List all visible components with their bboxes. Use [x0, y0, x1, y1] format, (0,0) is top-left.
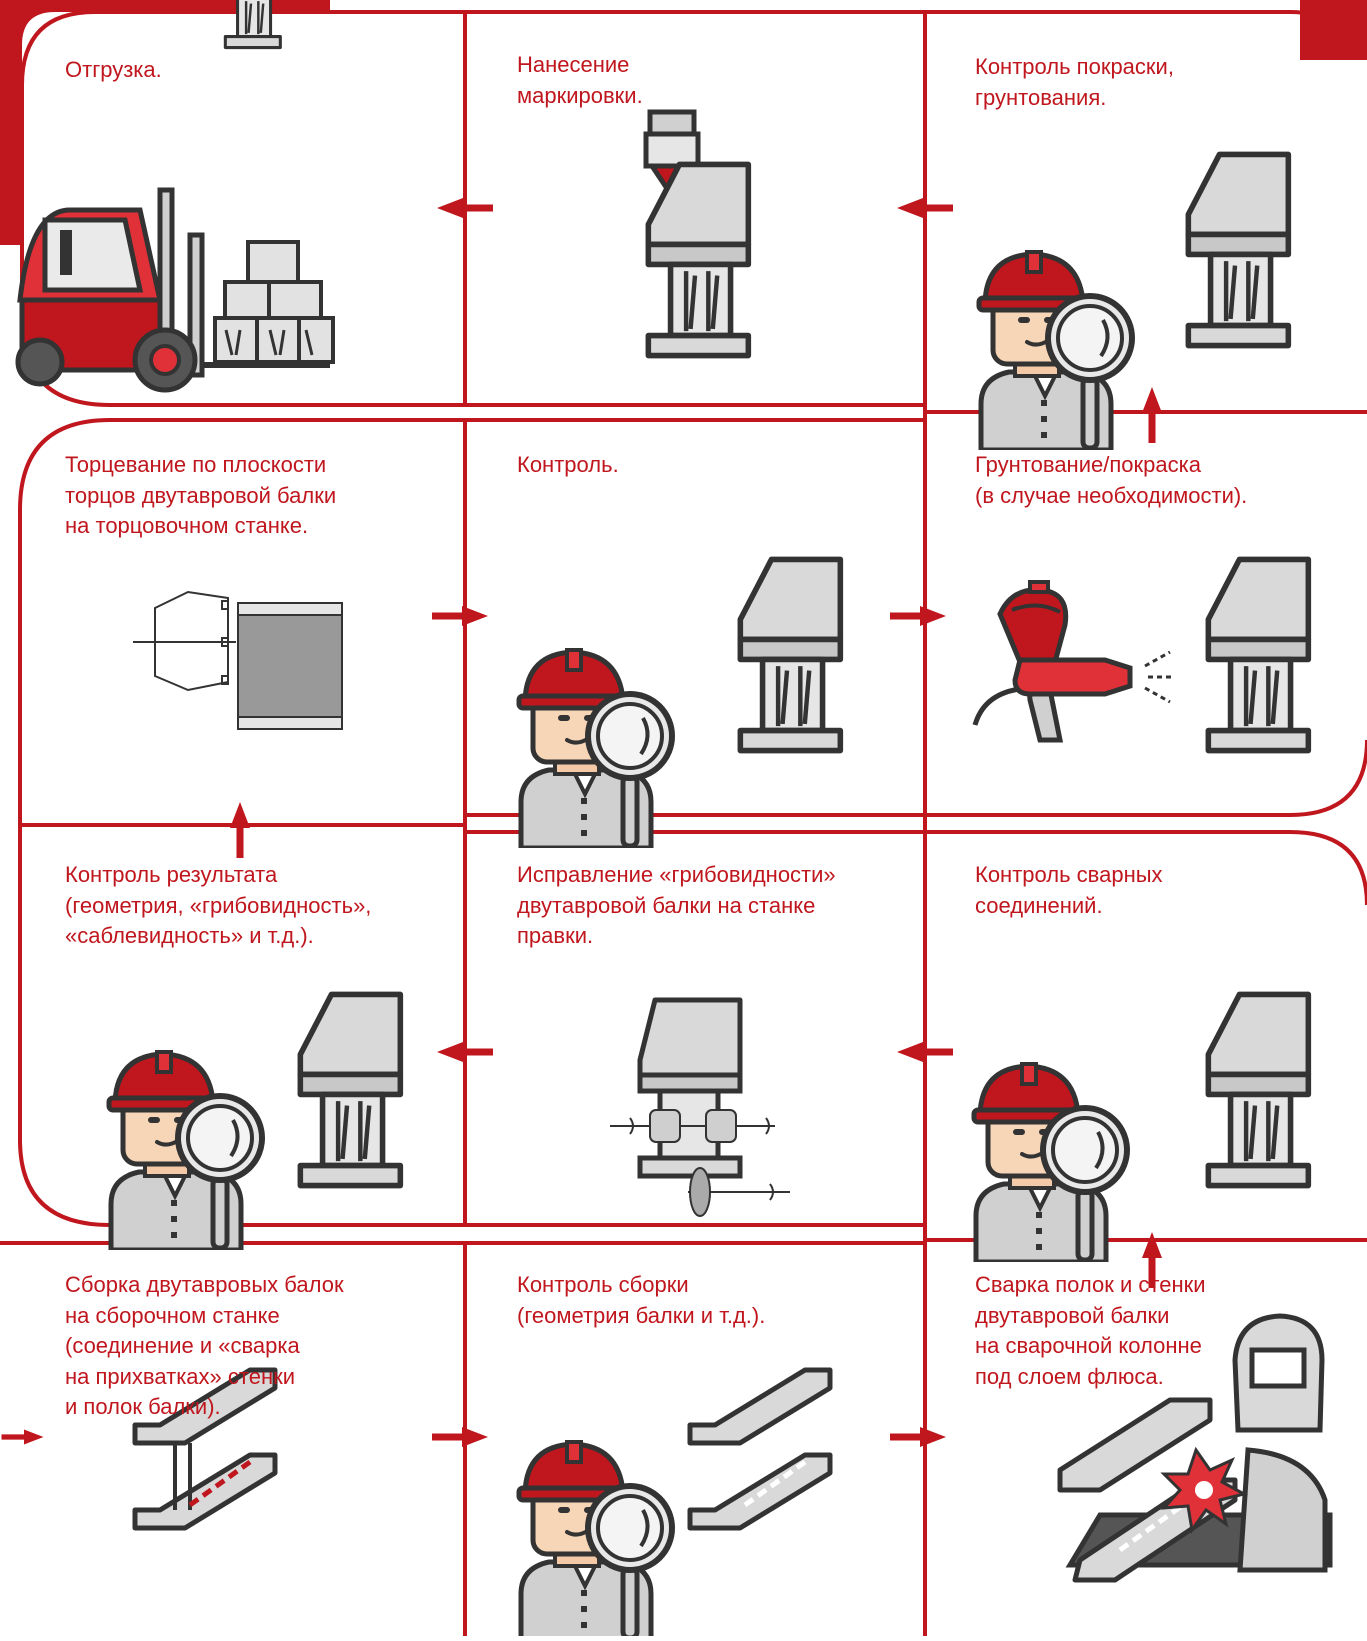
inspector-icon	[109, 1052, 262, 1250]
step-label-result-control: Контроль результата (геометрия, «грибови…	[65, 860, 371, 952]
arrow-icon	[432, 606, 488, 626]
arrow-icon	[230, 802, 250, 858]
step-label-shipping: Отгрузка.	[65, 55, 162, 86]
inspector-icon	[974, 1064, 1127, 1262]
i-beam-icon	[690, 1370, 830, 1528]
i-beam-icon	[648, 164, 748, 355]
step-label-assembly: Сборка двутавровых балок на сборочном ст…	[65, 1270, 344, 1423]
arrow-icon	[1142, 387, 1162, 443]
arrow-icon	[2, 1430, 44, 1445]
arrow-icon	[890, 606, 946, 626]
straightening-rollers-icon	[610, 1000, 790, 1216]
facing-machine-icon	[133, 592, 342, 729]
inspector-icon	[519, 650, 672, 848]
i-beam-icon	[740, 559, 840, 750]
step-label-welding: Сварка полок и стенки двутавровой балки …	[975, 1270, 1206, 1392]
arrow-icon	[890, 1427, 946, 1447]
i-beam-icon	[1208, 559, 1308, 750]
step-label-facing: Торцевание по плоскости торцов двутавров…	[65, 450, 336, 542]
arrow-icon	[432, 1427, 488, 1447]
inspector-icon	[979, 252, 1132, 450]
step-label-straightening: Исправление «грибовидности» двутавровой …	[517, 860, 836, 952]
i-beam-icon	[1208, 994, 1308, 1185]
step-label-weld-control: Контроль сварных соединений.	[975, 860, 1163, 921]
forklift-icon	[18, 190, 333, 390]
i-beam-icon	[300, 994, 400, 1185]
step-label-control: Контроль.	[517, 450, 619, 481]
spray-gun-icon	[975, 582, 1175, 740]
step-label-assembly-control: Контроль сборки (геометрия балки и т.д.)…	[517, 1270, 765, 1331]
decorative-red-corner	[1300, 0, 1367, 60]
step-label-painting: Грунтование/покраска (в случае необходим…	[975, 450, 1247, 511]
i-beam-icon	[1188, 154, 1288, 345]
step-label-paint-control: Контроль покраски, грунтования.	[975, 52, 1174, 113]
inspector-icon	[519, 1442, 672, 1636]
step-label-marking: Нанесение маркировки.	[517, 50, 643, 111]
